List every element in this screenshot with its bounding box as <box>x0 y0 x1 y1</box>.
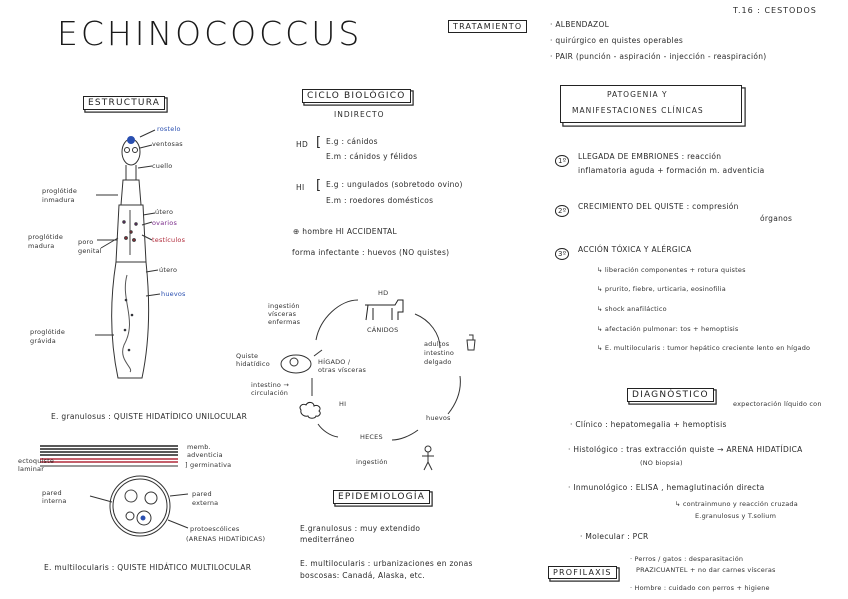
hi-eg: E.g : ungulados (sobretodo ovino) <box>326 180 463 189</box>
patogenia-num-3: 3º <box>555 248 570 260</box>
hd-brace: [ <box>316 135 322 150</box>
diag-inmuno-2: ↳ contrainmuno y reacción cruzada <box>675 500 798 508</box>
tratamiento-item-1: · ALBENDAZOL <box>550 20 610 29</box>
cycle-heces: HECES <box>360 433 383 441</box>
profilaxis-line-1b: PRAZICUANTEL + no dar carnes vísceras <box>636 566 776 574</box>
dog-drawing <box>365 299 404 321</box>
patogenia-3-item-1: ↳ liberación componentes + rotura quiste… <box>597 266 746 274</box>
estructura-heading: ESTRUCTURA <box>83 96 166 110</box>
cycle-hd: HD <box>378 289 389 297</box>
label-cuello: cuello <box>152 162 173 170</box>
label-pared-externa: pared externa <box>192 490 219 507</box>
label-proglotide-inmadura: proglótide inmadura <box>42 187 78 204</box>
label-huevos: huevos <box>161 290 186 298</box>
patogenia-3a: ACCIÓN TÓXICA Y ALÉRGICA <box>578 245 692 254</box>
cycle-intestino: intestino → circulación <box>251 381 290 397</box>
hi-label: HI <box>296 183 305 192</box>
hd-eg: E.g : cánidos <box>326 137 378 146</box>
patogenia-heading-1: PATOGENIA Y <box>607 90 668 99</box>
epi-multilocularis: E. multilocularis : urbanizaciones en zo… <box>300 559 473 580</box>
diag-histologico-note: (NO biopsia) <box>640 459 683 467</box>
cyst-circle <box>109 475 171 537</box>
patogenia-3-item-2-text: prurito, fiebre, urticaria, eosinofilia <box>604 285 726 293</box>
proglottid-gravid <box>111 261 150 379</box>
hd-label: HD <box>296 140 309 149</box>
label-germinativa: ] germinativa <box>185 461 232 469</box>
cycle-ingestion-visceras: ingestión vísceras enfermas <box>268 302 301 326</box>
patogenia-1a: LLEGADA DE EMBRIONES : reacción <box>578 152 722 161</box>
patogenia-1b: inflamatoria aguda + formación m. advent… <box>578 166 765 175</box>
forma-infectante-line: forma infectante : huevos (NO quistes) <box>292 248 450 257</box>
label-ovarios: ovarios <box>152 219 178 227</box>
proglottid-immature <box>120 179 142 206</box>
hd-em: E.m : cánidos y félidos <box>326 152 418 161</box>
patogenia-3-item-4: ↳ afectación pulmonar: tos + hemoptisis <box>597 325 739 333</box>
patogenia-num-2: 2º <box>555 205 570 217</box>
tratamiento-heading: TRATAMIENTO <box>448 20 528 33</box>
label-testiculos: testículos <box>152 236 186 244</box>
patogenia-box <box>560 85 742 123</box>
topic-label: T.16 : CESTODOS <box>733 6 817 15</box>
label-rostelo: rostelo <box>157 125 181 133</box>
profilaxis-line-1a: · Perros / gatos : desparasitación <box>630 555 744 563</box>
hombre-text: hombre HI ACCIDENTAL <box>302 227 397 236</box>
cycle-higado: HÍGADO / otras vísceras <box>318 358 367 374</box>
cycle-canidos: CÁNIDOS <box>367 326 399 334</box>
label-ventosas: ventosas <box>152 140 183 148</box>
hi-em: E.m : roedores domésticos <box>326 196 434 205</box>
hi-brace: [ <box>316 178 322 193</box>
patogenia-3-item-3-text: shock anafiláctico <box>604 305 667 313</box>
diag-clinico: · Clínico : hepatomegalia + hemoptisis <box>570 420 727 429</box>
ciclo-heading: CICLO BIOLÓGICO <box>302 89 411 103</box>
label-arenas: (ARENAS HIDATÍDICAS) <box>186 535 266 543</box>
patogenia-3-item-2: ↳ prurito, fiebre, urticaria, eosinofili… <box>597 285 726 293</box>
multilocularis-cyst-line: E. multilocularis : QUISTE HIDÁTICO MULT… <box>44 563 252 572</box>
label-utero-2: útero <box>159 266 178 274</box>
cycle-adultos: adultos intestino delgado <box>424 340 455 366</box>
hombre-line: ⊕ hombre HI ACCIDENTAL <box>293 227 397 236</box>
sheep-drawing <box>299 402 321 419</box>
epi-granulosus: E.granulosus : muy extendido mediterráne… <box>300 524 421 544</box>
epidemiologia-heading: EPIDEMIOLOGÍA <box>333 490 431 504</box>
diag-clinico-note: expectoración líquido con <box>733 400 822 408</box>
patogenia-3-item-1-text: liberación componentes + rotura quistes <box>604 266 746 274</box>
label-poro-genital: poro genital <box>78 238 102 255</box>
patogenia-num-1: 1º <box>555 155 570 167</box>
patogenia-3-item-3: ↳ shock anafiláctico <box>597 305 667 313</box>
granulosus-cyst-line: E. granulosus : QUISTE HIDATÍDICO UNILOC… <box>51 412 248 421</box>
label-pared-interna: pared interna <box>42 489 67 505</box>
tratamiento-item-2: · quirúrgico en quistes operables <box>550 36 684 45</box>
tratamiento-item-3: · PAIR (punción - aspiración - injección… <box>550 52 767 61</box>
patogenia-3-item-5: ↳ E. multilocularis : tumor hepático cre… <box>597 344 811 352</box>
label-memb-adventicia: memb. adventicia <box>187 443 223 459</box>
label-proglotide-madura: proglótide madura <box>28 233 64 250</box>
diag-inmunologico: · Inmunológico : ELISA , hemaglutinación… <box>568 483 765 492</box>
diagnostico-heading: DIAGNÓSTICO <box>627 388 714 402</box>
profilaxis-heading: PROFILAXIS <box>548 566 617 579</box>
diag-inmuno-3: E.granulosus y T.solium <box>695 512 777 520</box>
cycle-quiste: Quiste hidatídico <box>236 352 270 368</box>
cycle-huevos: huevos <box>426 414 451 422</box>
patogenia-2a: CRECIMIENTO DEL QUISTE : compresión <box>578 202 739 211</box>
diag-molecular: · Molecular : PCR <box>580 532 649 541</box>
patogenia-2b: órganos <box>760 214 793 223</box>
patogenia-3-item-4-text: afectación pulmonar: tos + hemoptisis <box>604 325 739 333</box>
cycle-hi: HI <box>339 400 347 408</box>
label-ectoquiste: ectoquiste laminar <box>18 457 55 473</box>
ciclo-subheading: INDIRECTO <box>334 110 385 119</box>
diag-histologico: · Histológico : tras extracción quiste →… <box>568 445 803 454</box>
cycle-ingestion: ingestión <box>356 458 388 466</box>
patogenia-heading-2: MANIFESTACIONES CLÍNICAS <box>572 106 704 115</box>
label-protoescolices: protoescólices <box>190 525 240 533</box>
page-title: ECHINOCOCCUS <box>57 14 363 53</box>
patogenia-3-item-5-text: E. multilocularis : tumor hepático creci… <box>604 344 811 352</box>
profilaxis-line-2: · Hombre : cuidado con perros + higiene <box>630 584 770 592</box>
label-utero-1: útero <box>155 208 174 216</box>
label-proglotide-gravida: proglótide grávida <box>30 328 66 345</box>
